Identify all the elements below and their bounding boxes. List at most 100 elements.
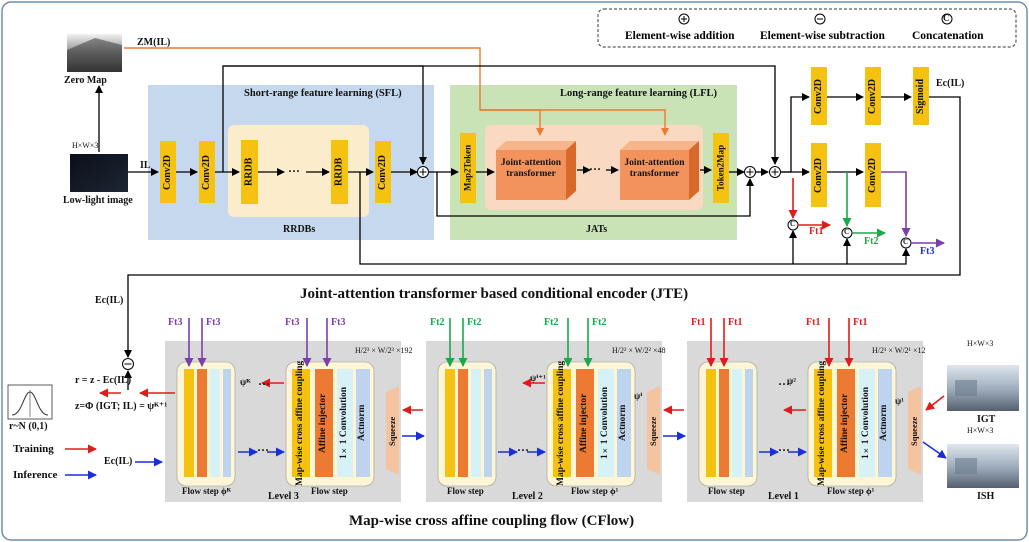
l2-squeeze-label: Squeeze <box>648 416 659 446</box>
rrdb-block-1 <box>241 140 258 204</box>
psi-i: ψⁱ <box>634 391 643 401</box>
l3-ft3-b: Ft3 <box>206 317 221 328</box>
sfl-title: Short-range feature learning (SFL) <box>244 88 402 99</box>
psi-2: ψ² <box>787 376 796 386</box>
concat-3-glyph: C <box>903 238 909 246</box>
psi-1: ψ¹ <box>895 396 904 406</box>
sigmoid-label: Sigmoid <box>914 78 926 114</box>
l3-dots: ··· <box>257 443 270 457</box>
l1-ft1-b: Ft1 <box>728 317 743 328</box>
il-label: IL <box>140 160 151 171</box>
jat-dots: ··· <box>589 162 602 176</box>
legend-addition-label: Element-wise addition <box>625 30 735 42</box>
input-dims: H×W×3 <box>72 141 99 150</box>
l2-conv1x1: 1×1 Convolution <box>600 386 611 460</box>
sfl-conv-2 <box>199 141 215 203</box>
l1-actnorm: Actnorm <box>879 404 890 442</box>
l2-flowstep-b: Flow step ϕ¹ <box>571 486 619 496</box>
l2-ft2-d: Ft2 <box>592 317 607 328</box>
l3-ft3-a: Ft3 <box>168 317 183 328</box>
concat-2-glyph: C <box>844 228 850 236</box>
jat-1-label: Joint-attention transformer <box>500 158 562 179</box>
l2-macc: Map-wise cross affine coupling <box>556 360 567 486</box>
jte-top-conv-1 <box>811 67 827 125</box>
level1-squeeze <box>908 386 921 475</box>
map2token-block <box>460 133 476 203</box>
jte-bottom-conv-2 <box>865 143 881 207</box>
l3-flowstep-k: Flow step ϕᴷ <box>182 486 231 496</box>
training-label: Training <box>13 443 54 455</box>
l1-dims: H/2¹ × W/2¹ ×12 <box>872 346 926 355</box>
jte-bottom-conv-1 <box>811 143 827 207</box>
jte-top-conv-2-label: Conv2D <box>866 78 878 114</box>
l3-squeeze-label: Squeeze <box>387 416 398 446</box>
jat-2-label: Joint-attention transformer <box>624 158 685 179</box>
sfl-conv-3 <box>375 141 391 203</box>
rrdb-2-label: RRDB <box>333 157 345 187</box>
l1-flowstep-a: Flow step <box>708 486 745 496</box>
ish-label: ISH <box>977 491 995 502</box>
jte-bottom-conv-1-label: Conv2D <box>812 157 824 193</box>
inference-label: Inference <box>13 469 58 481</box>
zero-map-label: Zero Map <box>64 75 107 86</box>
lfl-title: Long-range feature learning (LFL) <box>560 88 717 99</box>
l3-actnorm: Actnorm <box>357 404 368 442</box>
l2-dims: H/2² × W/2² ×48 <box>612 346 666 355</box>
l3-dots-top: ··· <box>258 377 271 391</box>
l3-ft3-c: Ft3 <box>285 317 300 328</box>
l2-ft2-b: Ft2 <box>467 317 482 328</box>
l3-ft3-d: Ft3 <box>331 317 346 328</box>
legend-concat-icon <box>941 13 953 25</box>
level1-label: Level 1 <box>768 491 799 502</box>
rrdb-dots: ··· <box>288 164 301 178</box>
map2token-label: Map2Token <box>462 144 473 192</box>
l1-ft1-c: Ft1 <box>806 317 821 328</box>
sfl-conv-2-label: Conv2D <box>200 154 212 190</box>
zm-label: ZM(IL) <box>137 37 171 48</box>
ft2-label-jte: Ft2 <box>864 236 879 247</box>
l1-squeeze-label: Squeeze <box>909 416 920 446</box>
legend-c-glyph: C <box>943 13 950 23</box>
level3-label: Level 3 <box>268 491 299 502</box>
jte-title: Joint-attention transformer based condit… <box>300 286 689 302</box>
z-formula: z=Φ (IGT; IL) = ψᴷ⁺¹ <box>75 401 168 412</box>
l1-macc: Map-wise cross affine coupling <box>817 360 828 486</box>
l1-ft1-a: Ft1 <box>691 317 706 328</box>
ec-label-inference: Ec(IL) <box>104 456 133 467</box>
l2-actnorm: Actnorm <box>618 404 629 442</box>
r-formula: r = z - Ec(IL) <box>75 375 132 386</box>
legend-box <box>597 8 1017 48</box>
legend-concatenation-label: Concatenation <box>912 30 984 42</box>
l3-flowstep: Flow step <box>311 486 348 496</box>
l3-conv1x1: 1×1 Convolution <box>339 386 350 460</box>
low-light-label: Low-light image <box>63 195 133 206</box>
jte-bottom-conv-2-label: Conv2D <box>866 157 878 193</box>
jte-top-conv-1-label: Conv2D <box>812 78 824 114</box>
low-light-image <box>70 154 128 192</box>
l1-affine: Affine injector <box>840 393 851 453</box>
rrdb-block-2 <box>331 140 348 204</box>
l3-affine: Affine injector <box>318 393 329 453</box>
jat-block-1 <box>496 141 576 200</box>
gt-dims: H×W×3 <box>967 339 994 348</box>
ec-label-flow: Ec(IL) <box>95 295 124 306</box>
jat-block-2 <box>620 141 699 200</box>
sigmoid-block <box>913 67 929 125</box>
sh-dims: H×W×3 <box>967 426 994 435</box>
l1-dots-top: ··· <box>778 377 791 391</box>
igt-label: IGT <box>977 414 996 425</box>
l2-dots: ··· <box>517 443 530 457</box>
l1-flowstep-b: Flow step ϕ¹ <box>827 486 875 496</box>
psi-i1: ψⁱ⁺¹ <box>530 373 546 383</box>
level3-squeeze <box>386 386 399 475</box>
l2-affine: Affine injector <box>579 393 590 453</box>
level2-squeeze <box>647 386 660 475</box>
ft3-label-jte: Ft3 <box>920 246 935 257</box>
l2-ft2-a: Ft2 <box>430 317 445 328</box>
cflow-title: Map-wise cross affine coupling flow (CFl… <box>349 513 635 529</box>
jats-label: JATs <box>586 224 608 235</box>
token2map-label: Token2Map <box>715 144 726 192</box>
sfl-conv-3-label: Conv2D <box>376 154 388 190</box>
